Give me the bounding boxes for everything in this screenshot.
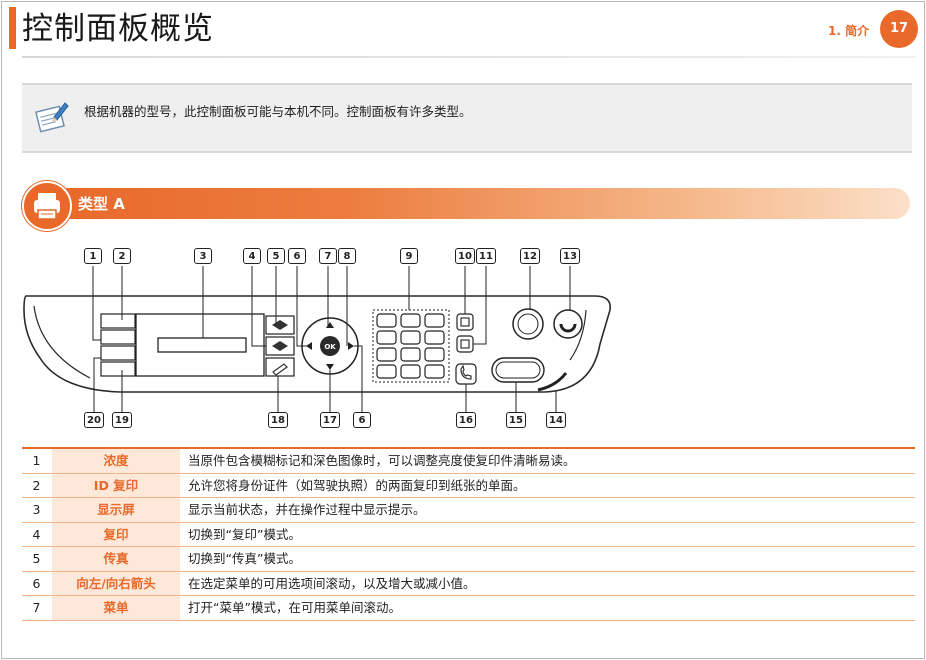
stop-button [512,308,544,340]
leader-lines-bottom [93,345,557,412]
table-row: 7 菜单 打开“菜单”模式，在可用菜单间滚动。 [22,596,915,621]
page-title: 控制面板概览 [22,11,214,47]
row-name: 显示屏 [52,498,180,522]
row-name: 菜单 [52,596,180,620]
density-button [100,313,136,329]
table-row: 2 ID 复印 允许您将身份证件（如驾驶执照）的两面复印到纸张的单面。 [22,473,915,498]
keypad [376,313,445,379]
leader-lines-top [92,266,571,347]
row-description: 切换到“复印”模式。 [188,526,301,542]
table-row: 4 复印 切换到“复印”模式。 [22,522,915,547]
row-name: 复印 [52,522,180,546]
id-copy-button [100,329,136,345]
redial-button [456,335,474,353]
display-screen [157,337,247,353]
callout-13: 13 [560,248,580,264]
callout-1: 1 [84,248,102,264]
power-icon [559,323,577,333]
function-table: 1 浓度 当原件包含模糊标记和深色图像时，可以调整亮度使复印件清晰易读。 2 I… [22,447,915,621]
callout-8: 8 [338,248,356,264]
page-number-badge: 17 [880,10,918,48]
callout-17: 17 [320,412,340,428]
row-description: 打开“菜单”模式，在可用菜单间滚动。 [188,600,401,615]
callout-4: 4 [243,248,261,264]
callout-3: 3 [194,248,212,264]
row-name: 向左/向右箭头 [52,571,180,595]
note-text: 根据机器的型号，此控制面板可能与本机不同。控制面板有许多类型。 [84,104,472,119]
redial-icon [460,339,470,349]
row-number: 2 [32,477,41,493]
table-row: 3 显示屏 显示当前状态，并在操作过程中显示提示。 [22,498,915,523]
arrow-down-icon [326,364,334,370]
callout-15: 15 [506,412,526,428]
arrow-right-icon [348,342,354,350]
row-description: 显示当前状态，并在操作过程中显示提示。 [188,502,426,517]
ok-button [320,336,340,356]
printer-icon [34,193,60,220]
row-number: 6 [32,575,41,591]
row-description: 允许您将身份证件（如驾驶执照）的两面复印到纸张的单面。 [188,477,526,493]
row-name: 传真 [52,547,180,571]
row-description: 切换到“传真”模式。 [188,551,301,566]
callout-12: 12 [520,248,540,264]
phone-icon [460,364,472,380]
callout-11: 11 [476,248,496,264]
control-panel-diagram: OK [23,266,612,412]
menu-icon [272,363,288,376]
section-header-bar [50,188,910,219]
keypad-area [372,309,450,383]
address-book-button [456,313,474,331]
section-title: 类型 A [78,195,125,213]
row-number: 7 [32,600,41,615]
row-number: 4 [32,526,41,542]
section-icon-circle [22,181,72,231]
row-number: 5 [32,551,41,566]
callout-9: 9 [400,248,418,264]
title-accent-bar [9,7,16,49]
callout-2: 2 [113,248,131,264]
start-button [491,357,545,383]
callout-18: 18 [268,412,288,428]
power-button [553,309,583,339]
callout-6-top: 6 [288,248,306,264]
table-row: 5 传真 切换到“传真”模式。 [22,547,915,572]
on-hook-dial-button [455,363,477,385]
title-divider [22,56,916,58]
callout-19: 19 [112,412,132,428]
callout-5: 5 [267,248,285,264]
row-name: ID 复印 [52,473,180,497]
callout-6-bottom: 6 [353,412,371,428]
row-name: 浓度 [52,449,180,473]
chapter-label: 1. 简介 [828,24,870,38]
left-button-3 [100,345,136,361]
fax-icon [272,341,288,351]
ok-label: OK [324,343,336,351]
note-pencil-icon [35,102,69,133]
callout-16: 16 [456,412,476,428]
callout-20: 20 [84,412,104,428]
row-description: 当原件包含模糊标记和深色图像时，可以调整亮度使复印件清晰易读。 [188,453,576,468]
note-box: 根据机器的型号，此控制面板可能与本机不同。控制面板有许多类型。 [22,83,912,153]
callout-10: 10 [455,248,475,264]
table-row: 1 浓度 当原件包含模糊标记和深色图像时，可以调整亮度使复印件清晰易读。 [22,449,915,474]
row-number: 1 [32,453,41,468]
table-row: 6 向左/向右箭头 在选定菜单的可用选项间滚动，以及增大或减小值。 [22,571,915,596]
callout-7: 7 [319,248,337,264]
address-book-icon [460,317,470,327]
row-number: 3 [32,502,41,517]
left-button-4 [100,361,136,377]
callout-14: 14 [546,412,566,428]
row-description: 在选定菜单的可用选项间滚动，以及增大或减小值。 [188,575,476,591]
